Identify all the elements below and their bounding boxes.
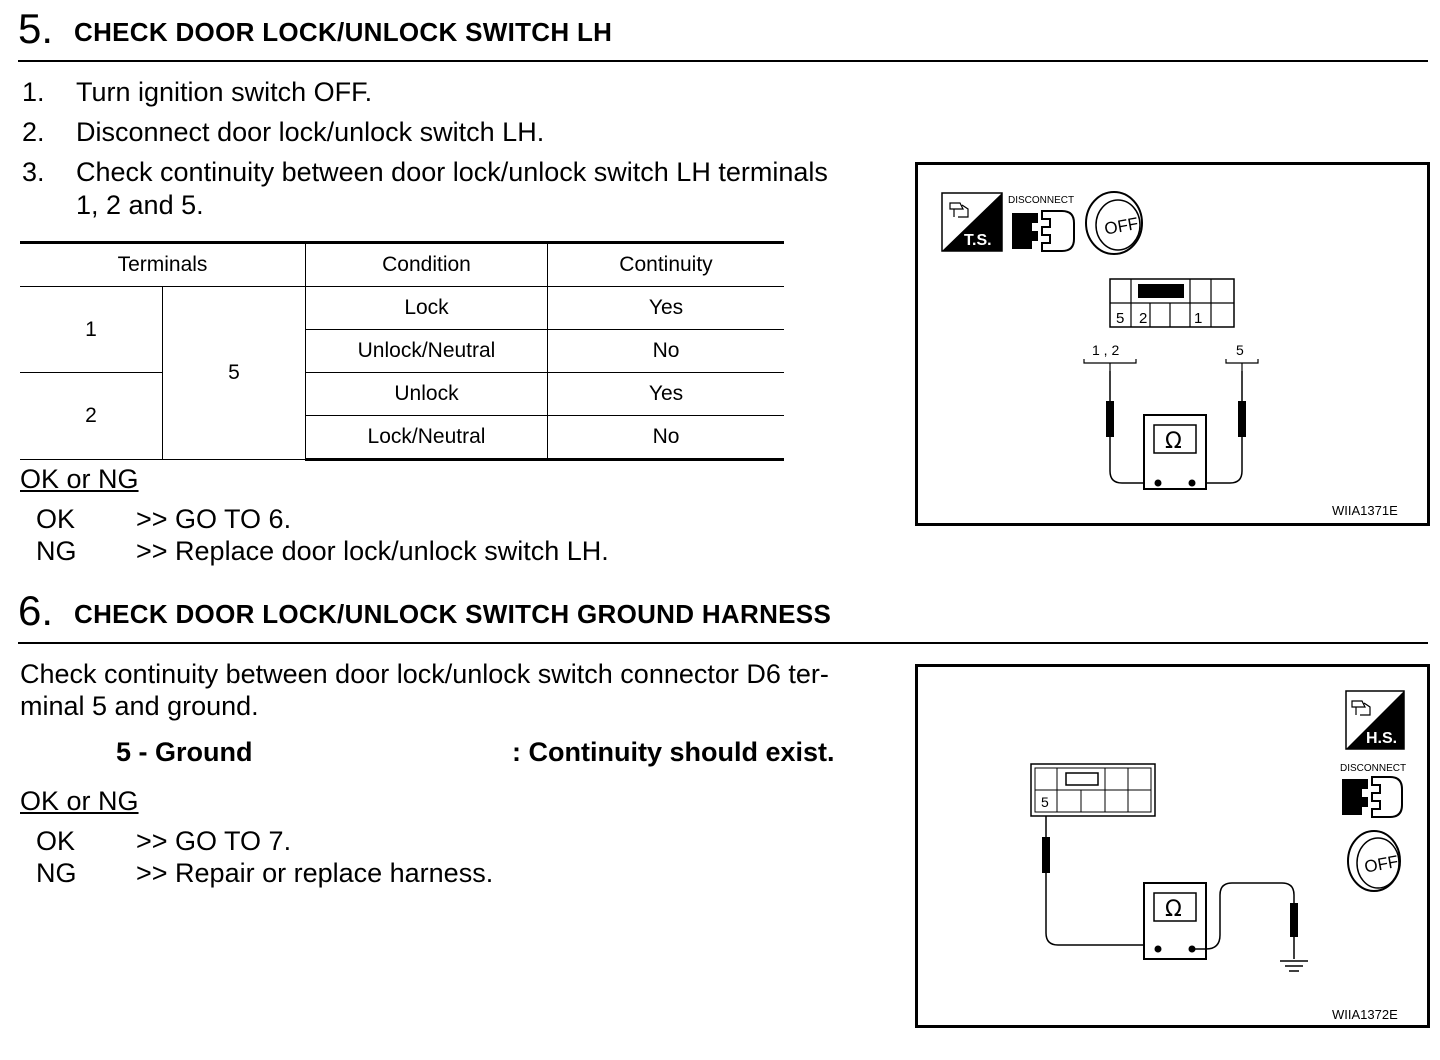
connector-grid: 5 2 1 [1109,278,1235,328]
step5-number: 5. [18,5,54,52]
figure-continuity-check: T.S. DISCONNECT OFF 5 2 1 1 [915,162,1430,526]
table-row: Unlock/Neutral No [20,329,784,373]
pin-label: 1 [1194,310,1202,327]
figure-code: WIIA1371E [1332,503,1398,518]
ok-action: >> GO TO 7. [136,826,292,856]
table-cell-continuity: No [547,415,784,461]
ok-action: >> GO TO 6. [136,504,292,534]
wiring-diagram: T.S. DISCONNECT OFF 5 2 1 1 [941,191,1398,518]
table-cell-continuity: Yes [547,372,784,416]
ignition-off-icon: OFF [1085,191,1143,255]
disconnect-icon: DISCONNECT [1008,195,1075,252]
badge-label: H.S. [1366,730,1397,747]
table-cell-condition: Unlock/Neutral [305,329,548,373]
pin-label: 5 [1116,310,1124,327]
paragraph-line: Check continuity between door lock/unloc… [20,659,829,689]
table-row: 2 Unlock Yes [20,372,784,460]
table-cell-terminal: 5 [162,286,306,460]
ng-action: >> Replace door lock/unlock switch LH. [136,536,609,566]
ng-action: >> Repair or replace harness. [136,858,494,888]
list-item-number: 3. [22,157,45,187]
figure-code: WIIA1372E [1332,1007,1398,1022]
paragraph-line: minal 5 and ground. [20,691,259,721]
pin-label: 2 [1139,310,1147,327]
badge-label: T.S. [964,232,992,249]
list-item-continuation: 1, 2 and 5. [76,190,204,220]
table-row: Lock/Neutral No [20,415,784,461]
table-header-row: Terminals Condition Continuity [20,241,784,287]
table-cell-continuity: No [547,329,784,373]
list-item-number: 2. [22,117,45,147]
step6-divider [18,642,1428,644]
ok-label: OK [36,826,76,856]
table-cell-condition: Unlock [305,372,548,416]
result-heading: OK or NG [20,464,139,494]
table-cell-continuity: Yes [547,286,784,330]
table-row: 1 5 Lock Yes [20,286,784,460]
hs-badge-icon: H.S. [1345,690,1405,750]
continuity-table: Terminals Condition Continuity 1 5 Lock … [20,241,784,461]
spec-value: : Continuity should exist. [512,737,835,767]
step6-number: 6. [18,587,54,634]
list-item-number: 1. [22,77,45,107]
probe-label-right: 5 [1236,342,1244,358]
list-item: Turn ignition switch OFF. [76,77,373,107]
step5-divider [18,60,1428,62]
table-header: Continuity [547,241,784,287]
ng-label: NG [36,536,77,566]
disconnect-icon: DISCONNECT [1340,763,1406,818]
ng-label: NG [36,858,77,888]
meter-symbol: Ω [1165,429,1182,454]
ohmmeter-icon: Ω [1143,414,1207,490]
pin-label: 5 [1041,794,1049,810]
table-header: Terminals [20,241,306,287]
probe-label-left: 1 , 2 [1092,342,1119,358]
list-item: Check continuity between door lock/unloc… [76,157,828,187]
step6-title: CHECK DOOR LOCK/UNLOCK SWITCH GROUND HAR… [74,599,832,629]
disconnect-label: DISCONNECT [1340,763,1406,774]
ok-label: OK [36,504,76,534]
ground-icon [1280,960,1308,972]
ohmmeter-icon: Ω [1143,882,1207,960]
table-header: Condition [305,241,548,287]
step5-title: CHECK DOOR LOCK/UNLOCK SWITCH LH [74,17,613,47]
disconnect-label: DISCONNECT [1008,195,1074,206]
result-heading: OK or NG [20,786,139,816]
ts-badge-icon: T.S. [941,192,1003,252]
meter-symbol: Ω [1165,897,1182,922]
wiring-diagram: H.S. DISCONNECT OFF 5 [1030,690,1406,1022]
table-cell-condition: Lock/Neutral [305,415,548,461]
list-item: Disconnect door lock/unlock switch LH. [76,117,545,147]
figure-ground-check: H.S. DISCONNECT OFF 5 [915,664,1430,1028]
table-cell-condition: Lock [305,286,548,330]
ignition-off-icon: OFF [1347,830,1401,892]
table-cell-terminal: 1 [20,286,163,373]
connector-grid: 5 [1030,763,1156,817]
spec-label: 5 - Ground [116,737,253,767]
table-cell-terminal: 2 [20,372,163,460]
